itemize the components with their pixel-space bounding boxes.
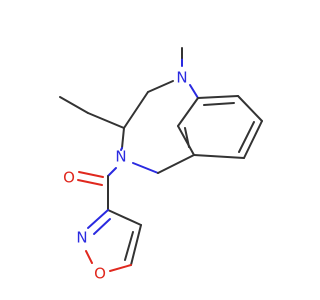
- atom-n-isoxazole: N: [76, 229, 87, 247]
- bond-carbonyl-o-2: [77, 179, 103, 186]
- bond-ar-inner-1: [203, 102, 235, 106]
- bond-isox-c4-c5: [130, 224, 142, 266]
- bond-isox-o-n: [85, 250, 93, 264]
- bond-isox-n-c3-inner: [93, 218, 111, 235]
- atom-o-carbonyl: O: [63, 169, 75, 187]
- bond-ar-inner-2: [238, 121, 255, 153]
- bond-n4-carbonyl: [107, 167, 117, 177]
- bond-c2-n1: [147, 80, 174, 93]
- bond-ar-4: [193, 154, 245, 159]
- bond-isox-c5-o: [109, 264, 132, 272]
- bond-ar-inner-3: [184, 127, 190, 148]
- bond-ethyl-ch2: [87, 112, 125, 129]
- bond-ar-5: [177, 125, 195, 156]
- bond-isox-n-c3: [87, 209, 109, 229]
- bond-c5-ar: [157, 154, 195, 174]
- bond-n4-c3-stub: [120, 147, 123, 151]
- bond-c3-c2: [123, 91, 149, 129]
- bond-n1-ar: [189, 84, 199, 99]
- bond-ar-6: [177, 97, 199, 127]
- bond-c3-n4: [121, 127, 125, 149]
- atom-n-methyl: N: [176, 69, 187, 87]
- bond-carbonyl-o-1: [78, 171, 104, 178]
- bond-ar-1: [197, 95, 239, 99]
- molecule-structure: N N O N O: [59, 47, 263, 283]
- bond-ethyl-ch3: [59, 96, 89, 114]
- bond-isox-c3-c4: [107, 209, 142, 226]
- bond-ar-3: [243, 120, 263, 159]
- atom-n-amide: N: [115, 148, 126, 166]
- bond-n4-c5: [132, 162, 159, 174]
- bond-ar-2: [237, 95, 263, 122]
- bond-isox-c4-c5-inner: [124, 231, 134, 261]
- atom-o-isoxazole: O: [94, 265, 106, 283]
